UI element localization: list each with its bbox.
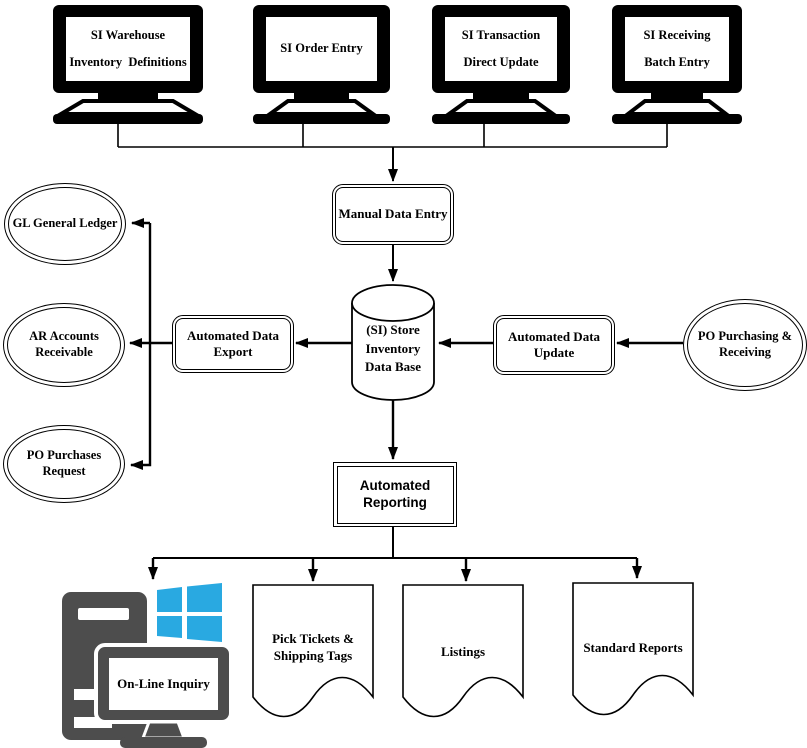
entity-gl-general-ledger: GL General Ledger <box>4 183 126 265</box>
label-line: GL General Ledger <box>12 216 118 231</box>
document-icon <box>252 584 374 718</box>
label-line: AR Accounts <box>29 329 99 344</box>
process-automated-reporting: Automated Reporting <box>333 462 457 527</box>
monitor-icon <box>432 5 570 124</box>
entity-po-purchases-request: PO Purchases Request <box>3 425 125 503</box>
process-automated-data-update: Automated Data Update <box>493 315 615 375</box>
label-line: Receivable <box>35 345 93 359</box>
entity-ar-accounts-receivable: AR Accounts Receivable <box>3 303 125 387</box>
process-automated-data-export: Automated Data Export <box>172 315 294 373</box>
label-line: PO Purchases <box>26 448 102 463</box>
label-line: Receiving <box>718 345 772 359</box>
label-line: Update <box>533 345 575 360</box>
label-line: Automated <box>359 477 431 493</box>
monitor-icon <box>253 5 390 124</box>
document-icon <box>402 584 524 718</box>
label-line: Reporting <box>363 494 427 510</box>
label-line: PO Purchasing & <box>697 329 793 344</box>
database-cylinder-icon <box>351 284 435 401</box>
entity-po-purchasing-receiving: PO Purchasing & Receiving <box>683 299 807 391</box>
monitor-icon <box>612 5 742 124</box>
desktop-pc-icon <box>62 592 233 748</box>
monitor-icon <box>53 5 203 124</box>
label-line: Export <box>213 344 253 359</box>
document-icon <box>572 582 694 716</box>
label-line: Request <box>42 464 86 478</box>
label-line: Manual Data Entry <box>338 206 448 222</box>
process-manual-data-entry: Manual Data Entry <box>332 184 454 245</box>
windows-logo-icon <box>157 583 222 642</box>
connector-arrows <box>129 147 683 582</box>
label-line: Automated Data <box>186 327 280 343</box>
terminal-bus-lines <box>117 124 668 148</box>
label-line: Automated Data <box>507 328 601 344</box>
